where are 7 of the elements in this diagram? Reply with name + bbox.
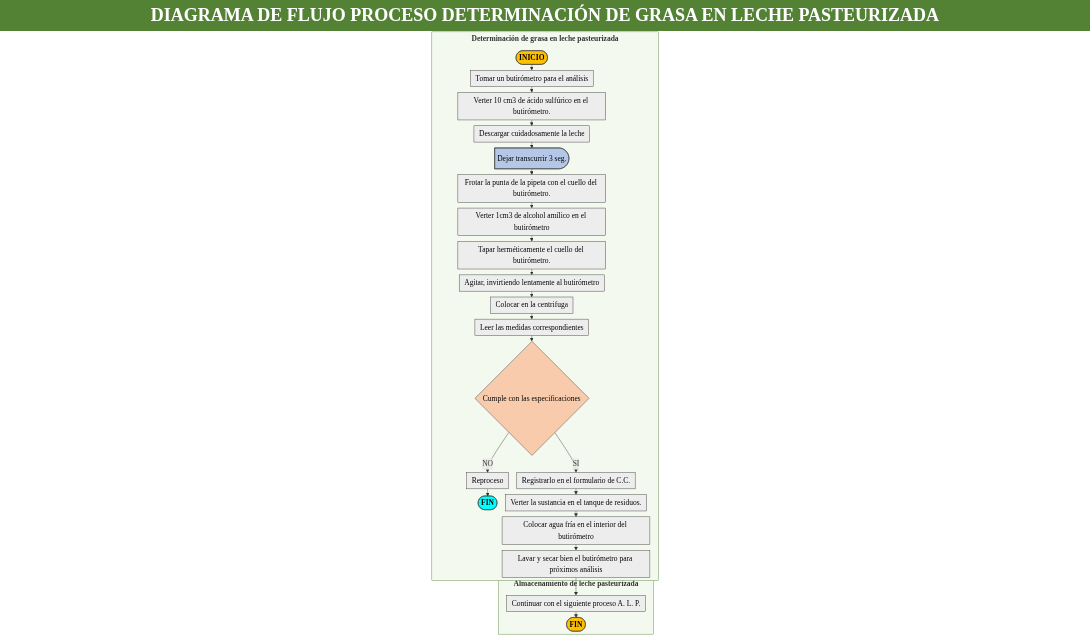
arrow [529, 335, 534, 342]
arrow [529, 86, 534, 93]
diagram-title: DIAGRAMA DE FLUJO PROCESO DETERMINACIÓN DE GRASA EN LECHE PASTEURIZADA [0, 0, 1090, 31]
arrow [529, 313, 534, 320]
arrow [529, 64, 534, 71]
arrow [574, 544, 578, 551]
arrow [529, 202, 534, 209]
